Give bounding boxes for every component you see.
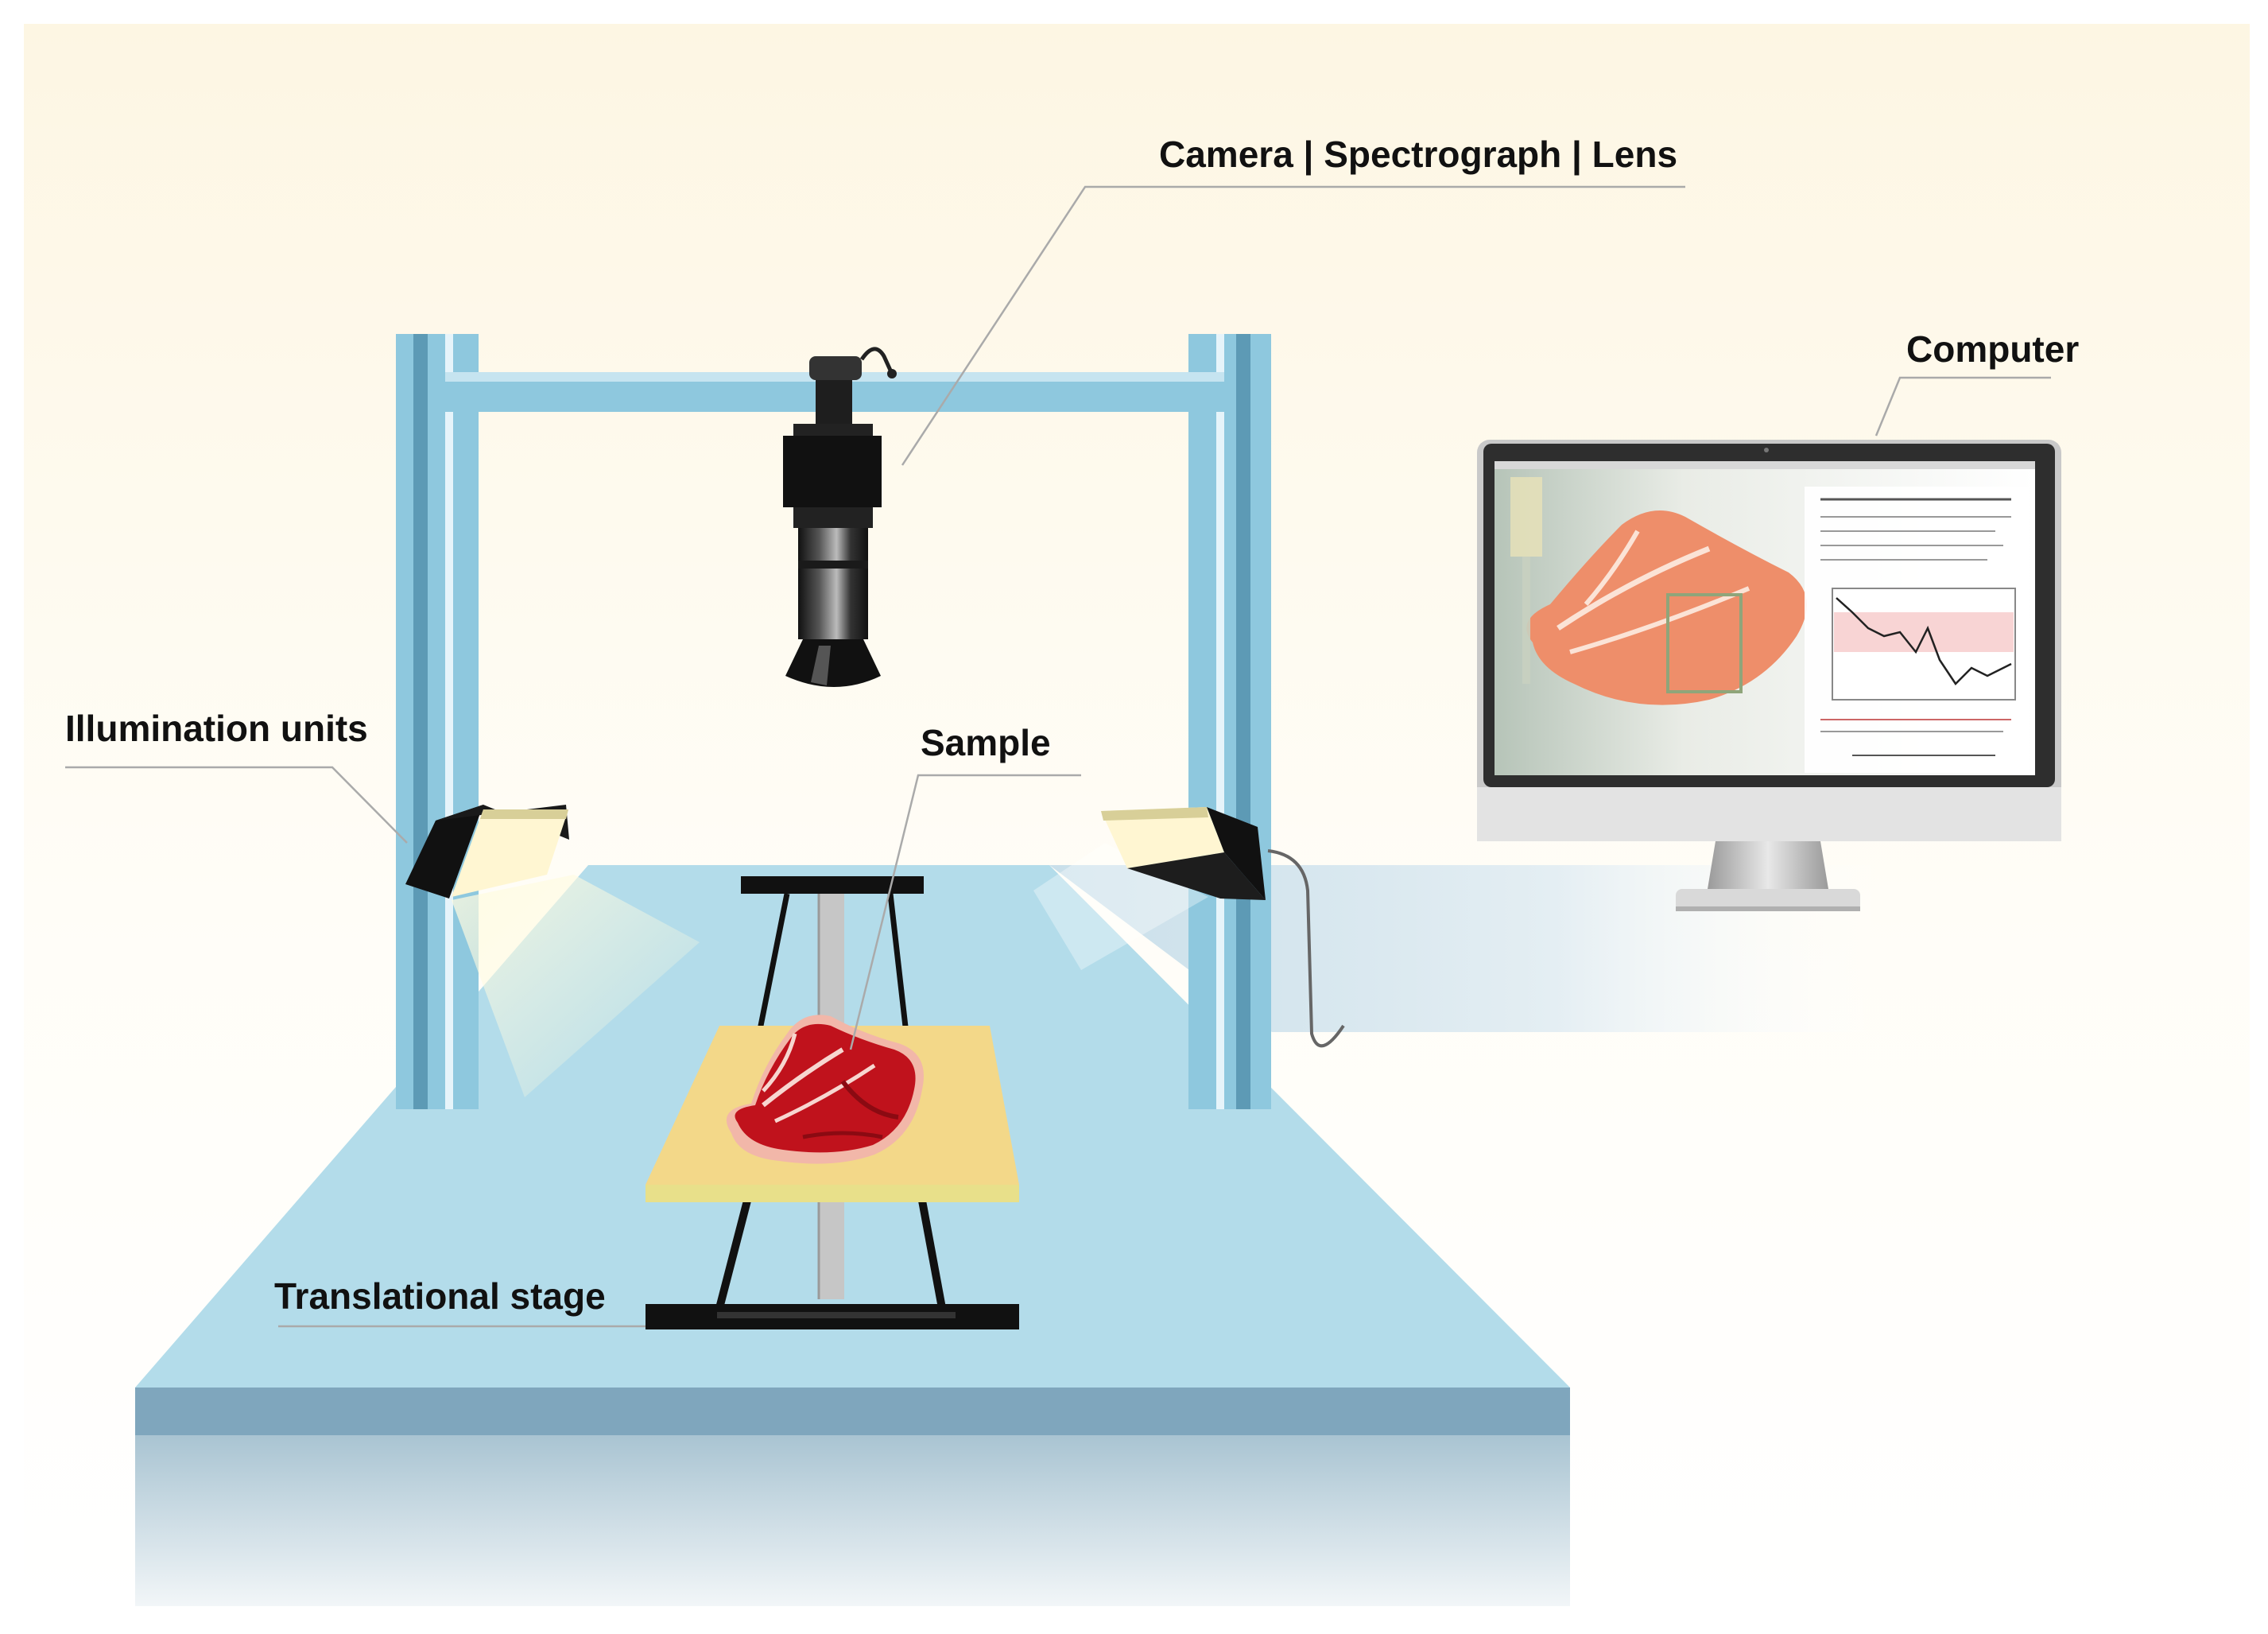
screen-spectrum-curve xyxy=(1836,597,2012,685)
computer-callout-line xyxy=(1874,376,2051,437)
sample-meat xyxy=(726,1015,924,1164)
screen-roi-box xyxy=(1666,593,1743,693)
table-leg-shadow xyxy=(135,1435,1570,1606)
camera-label: Camera | Spectrograph | Lens xyxy=(1159,134,1677,175)
camera-callout-line xyxy=(901,185,1685,466)
computer-monitor xyxy=(1477,440,2061,911)
illumination-unit-right xyxy=(1101,807,1345,1048)
frame-right-post xyxy=(1188,334,1271,1109)
illumination-callout-line xyxy=(65,766,408,844)
light-beam-left xyxy=(452,875,700,1097)
frame-left-post xyxy=(396,334,479,1109)
sample-callout-line xyxy=(849,774,1081,1050)
camera-assembly xyxy=(783,347,897,687)
illumination-label: Illumination units xyxy=(65,708,368,749)
callout-lines xyxy=(65,185,2051,1328)
stage-label: Translational stage xyxy=(274,1275,606,1317)
illumination-unit-left xyxy=(405,805,569,899)
table-edge xyxy=(135,1388,1570,1435)
sample-label: Sample xyxy=(921,722,1051,763)
computer-label: Computer xyxy=(1906,328,2079,370)
